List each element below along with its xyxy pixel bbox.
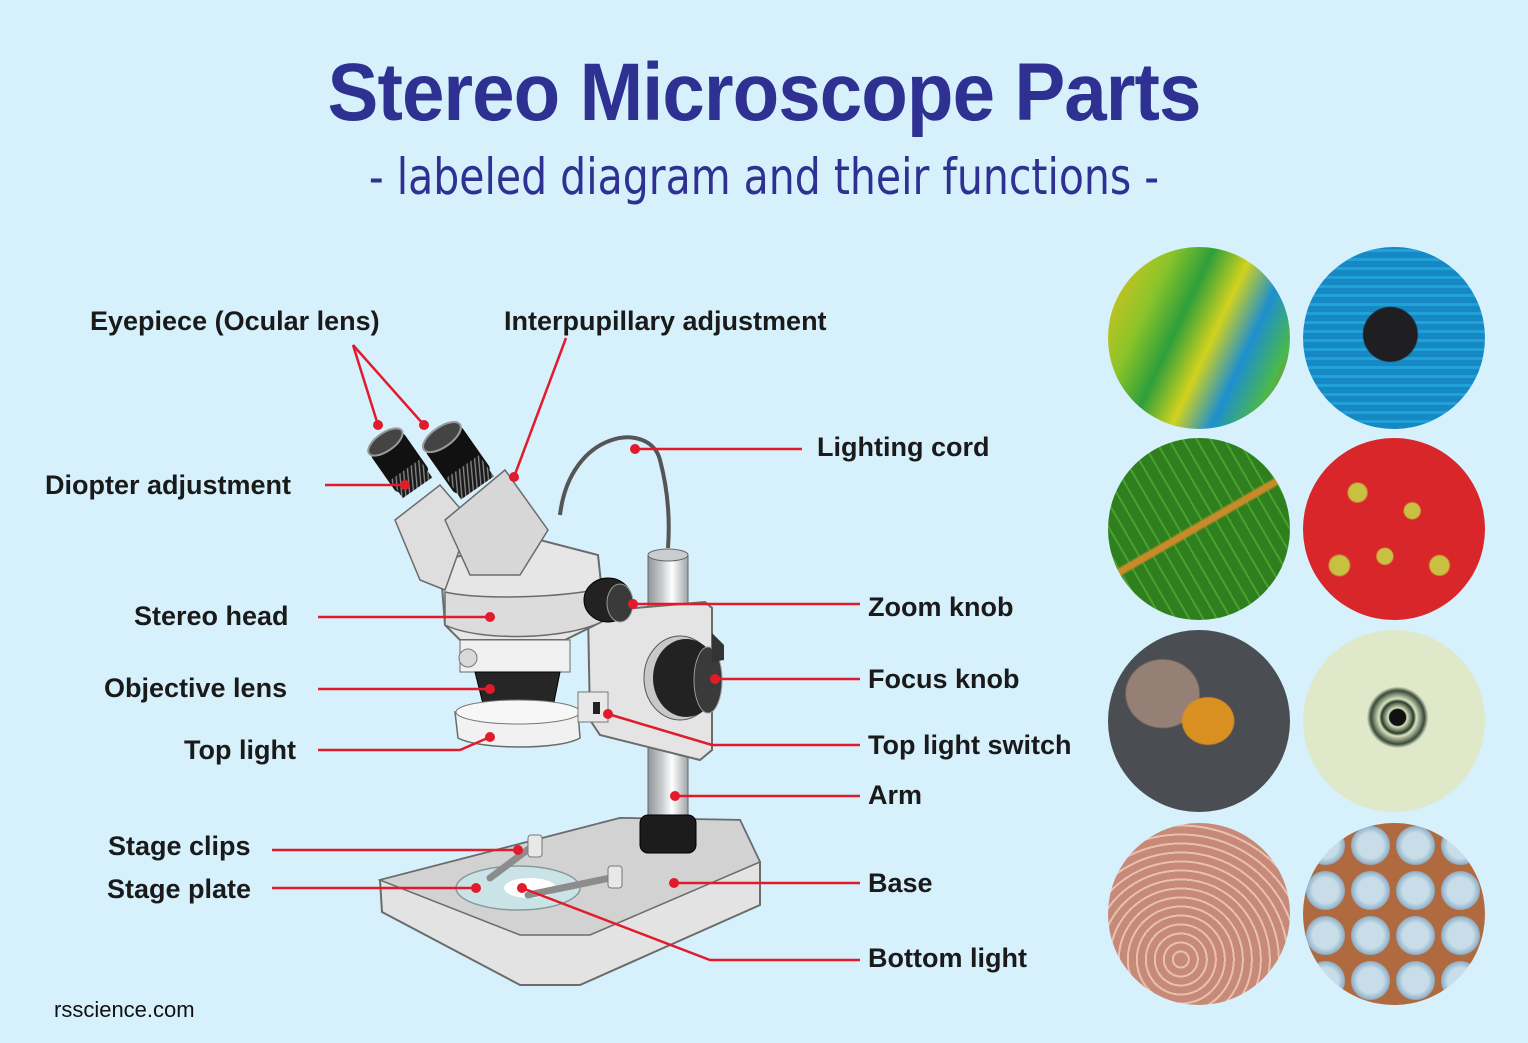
- focus-block-shape: [586, 600, 724, 762]
- leader-lines: [272, 337, 860, 962]
- base-shape: [377, 816, 762, 986]
- sample-photo-diamonds: [1303, 823, 1485, 1005]
- label-diopter-adjustment: Diopter adjustment: [45, 470, 292, 500]
- label-bottom-light: Bottom light: [868, 943, 1027, 973]
- label-base: Base: [868, 868, 933, 898]
- sample-photo-parrot-feathers: [1108, 247, 1290, 429]
- leader-dots: [373, 420, 720, 893]
- sample-photo-fingerprint: [1108, 823, 1290, 1005]
- label-eyepiece: Eyepiece (Ocular lens): [90, 306, 380, 336]
- sample-photo-banknote-eye: [1303, 630, 1485, 812]
- sample-photo-strawberry-seeds: [1303, 438, 1485, 620]
- label-arm: Arm: [868, 780, 923, 810]
- eyepiece-tubes-shape: [367, 421, 549, 591]
- label-top-light-switch: Top light switch: [868, 730, 1072, 760]
- sample-photo-circuit-board: [1303, 247, 1485, 429]
- page-subtitle: - labeled diagram and their functions -: [368, 148, 1160, 206]
- label-lighting-cord: Lighting cord: [817, 432, 990, 462]
- label-top-light: Top light: [184, 735, 296, 765]
- page-title: Stereo Microscope Parts: [327, 47, 1202, 138]
- label-stage-clips: Stage clips: [108, 831, 251, 861]
- label-objective-lens: Objective lens: [104, 673, 288, 703]
- site-credit: rsscience.com: [54, 997, 195, 1022]
- label-focus-knob: Focus knob: [868, 664, 1020, 694]
- stereo-head-shape: [438, 538, 634, 748]
- label-interpupillary-adjustment: Interpupillary adjustment: [504, 306, 827, 336]
- sample-photo-wasp: [1108, 630, 1290, 812]
- label-zoom-knob: Zoom knob: [868, 592, 1014, 622]
- label-stereo-head: Stereo head: [134, 601, 289, 631]
- sample-photo-leaf-veins: [1108, 438, 1290, 620]
- label-stage-plate: Stage plate: [107, 874, 252, 904]
